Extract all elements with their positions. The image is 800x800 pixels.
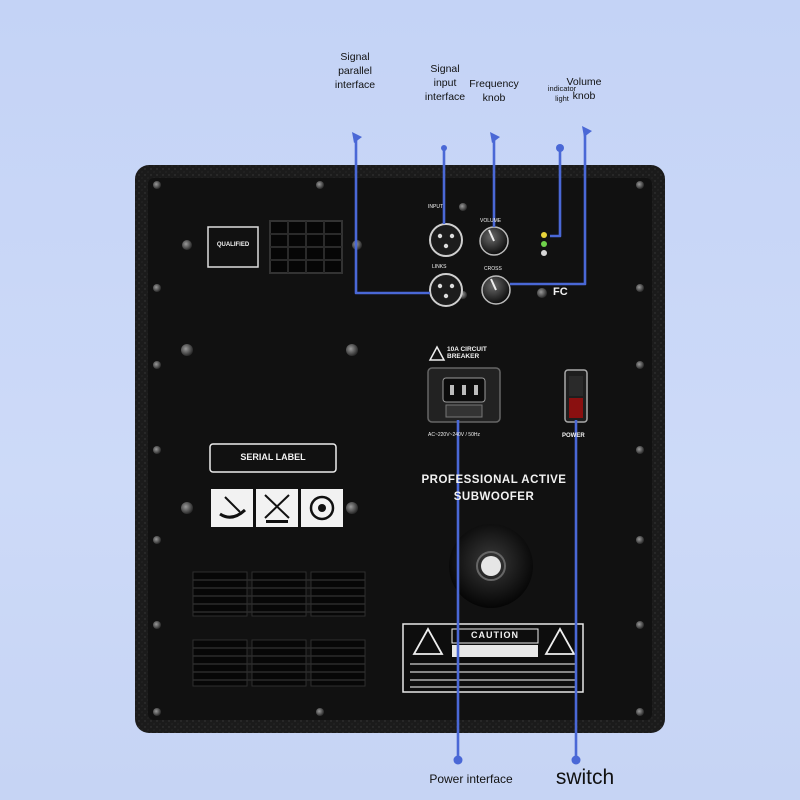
product-name: PROFESSIONAL ACTIVE SUBWOOFER — [421, 474, 567, 504]
volume-label: VOLUME — [480, 218, 502, 224]
leader-lines — [354, 131, 587, 757]
callout-indicator-light: indicator light — [547, 84, 577, 103]
certification-icons — [211, 489, 343, 527]
qualified-label: QUALIFIED — [216, 242, 250, 248]
leader-signal-parallel — [354, 137, 430, 295]
plate-screws — [181, 203, 467, 514]
caution-panel — [402, 623, 584, 693]
crossover-label: CROSS — [484, 266, 502, 272]
xlr-input-connector — [429, 223, 463, 257]
link-label: LINKS — [432, 264, 447, 270]
callout-signal-parallel-interface: Signal parallel interface — [334, 51, 376, 92]
breaker-label: 10A CIRCUIT BREAKER — [447, 346, 487, 361]
indicator-leds — [541, 232, 547, 256]
iec-power-socket — [427, 367, 501, 423]
leader-indicator — [550, 150, 562, 238]
callout-volume-knob: Volume knob — [566, 76, 602, 103]
input-label: INPUT — [428, 204, 443, 210]
frequency-knob-control — [479, 226, 509, 256]
serial-label-text: SERIAL LABEL — [240, 452, 306, 462]
top-vent — [269, 220, 343, 274]
callout-switch: switch — [555, 766, 615, 789]
caution-title: CAUTION — [471, 630, 519, 640]
serial-label-box — [209, 443, 337, 473]
vent-slats — [193, 579, 365, 681]
power-rocker-switch — [564, 369, 588, 423]
callout-power-interface: Power interface — [429, 772, 513, 786]
qualified-sticker — [207, 226, 259, 268]
volume-knob-control — [481, 275, 511, 305]
leader-volume — [510, 131, 587, 286]
cabinet-screws — [153, 181, 644, 716]
leader-endpoints — [352, 126, 592, 765]
ac-spec: AC~220V~240V / 50Hz — [428, 432, 480, 438]
callout-frequency-knob: Frequency knob — [469, 78, 519, 105]
xlr-link-connector — [429, 273, 463, 307]
breaker-warning-icon — [428, 345, 446, 361]
power-label: POWER — [562, 433, 585, 439]
fc-mark: FC — [553, 286, 568, 298]
callout-signal-input-interface: Signal input interface — [424, 63, 466, 104]
bass-port — [449, 524, 533, 608]
